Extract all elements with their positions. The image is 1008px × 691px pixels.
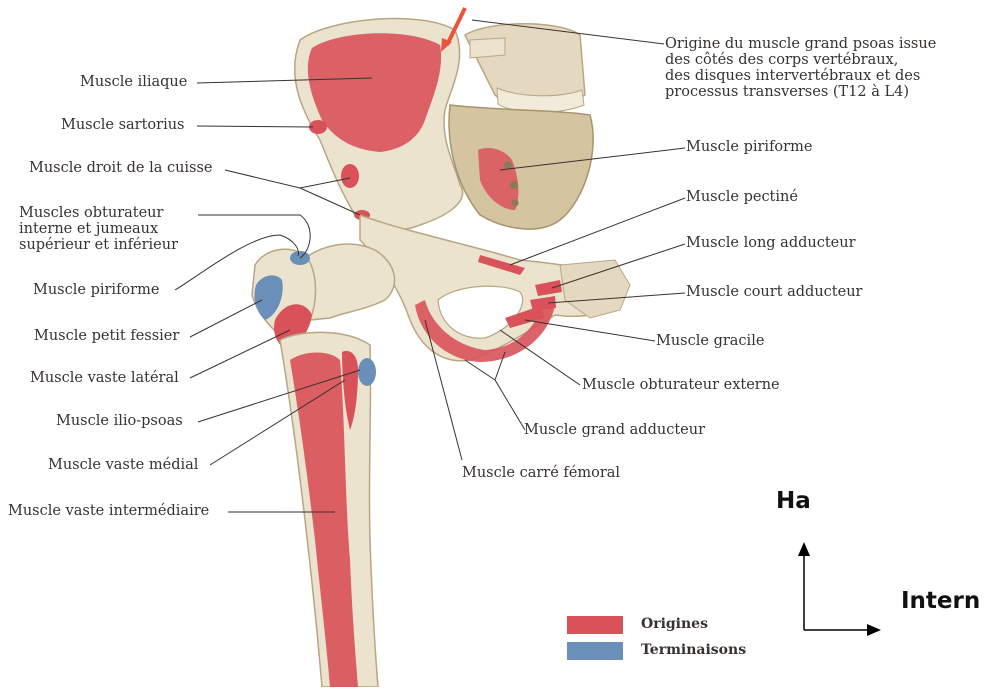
- label-muscle-sartorius: Muscle sartorius: [61, 117, 185, 134]
- label-muscle-piriforme-right: Muscle piriforme: [686, 139, 812, 156]
- label-origine-grand-psoas: Origine du muscle grand psoas issue des …: [665, 36, 936, 100]
- label-obturateur-interne-jumeaux: Muscles obturateur interne et jumeaux su…: [19, 205, 178, 253]
- label-muscle-gracile: Muscle gracile: [656, 333, 764, 350]
- label-muscle-ilio-psoas: Muscle ilio-psoas: [56, 413, 183, 430]
- sacral-foramen: [504, 161, 512, 169]
- label-muscle-vaste-intermediaire: Muscle vaste intermédiaire: [8, 503, 209, 520]
- label-muscle-piriforme-left: Muscle piriforme: [33, 282, 159, 299]
- sacral-foramen: [512, 200, 519, 207]
- rectus-femoris-origin: [341, 164, 359, 188]
- label-muscle-long-adducteur: Muscle long adducteur: [686, 235, 856, 252]
- label-muscle-carre-femoral: Muscle carré fémoral: [462, 465, 620, 482]
- orientation-up-label: Ha: [776, 488, 811, 514]
- legend-swatch-terminaisons: [567, 642, 623, 660]
- label-muscle-grand-adducteur: Muscle grand adducteur: [524, 422, 705, 439]
- label-muscle-iliaque: Muscle iliaque: [80, 74, 187, 91]
- label-muscle-petit-fessier: Muscle petit fessier: [34, 328, 179, 345]
- legend-swatch-origines: [567, 616, 623, 634]
- label-muscle-pectine: Muscle pectiné: [686, 189, 798, 206]
- legend-label-terminaisons: Terminaisons: [641, 642, 746, 658]
- orientation-arrows: [798, 542, 881, 636]
- orientation-right-label: Intern: [901, 588, 980, 614]
- sacral-foramen: [510, 181, 518, 189]
- transverse-process: [470, 38, 505, 58]
- label-muscle-droit-cuisse: Muscle droit de la cuisse: [29, 160, 213, 177]
- label-muscle-vaste-medial: Muscle vaste médial: [48, 457, 198, 474]
- legend-label-origines: Origines: [641, 616, 708, 632]
- label-muscle-vaste-lateral: Muscle vaste latéral: [30, 370, 179, 387]
- iliopsoas-insertion: [358, 358, 376, 386]
- label-muscle-court-adducteur: Muscle court adducteur: [686, 284, 862, 301]
- label-muscle-obturateur-externe: Muscle obturateur externe: [582, 377, 780, 394]
